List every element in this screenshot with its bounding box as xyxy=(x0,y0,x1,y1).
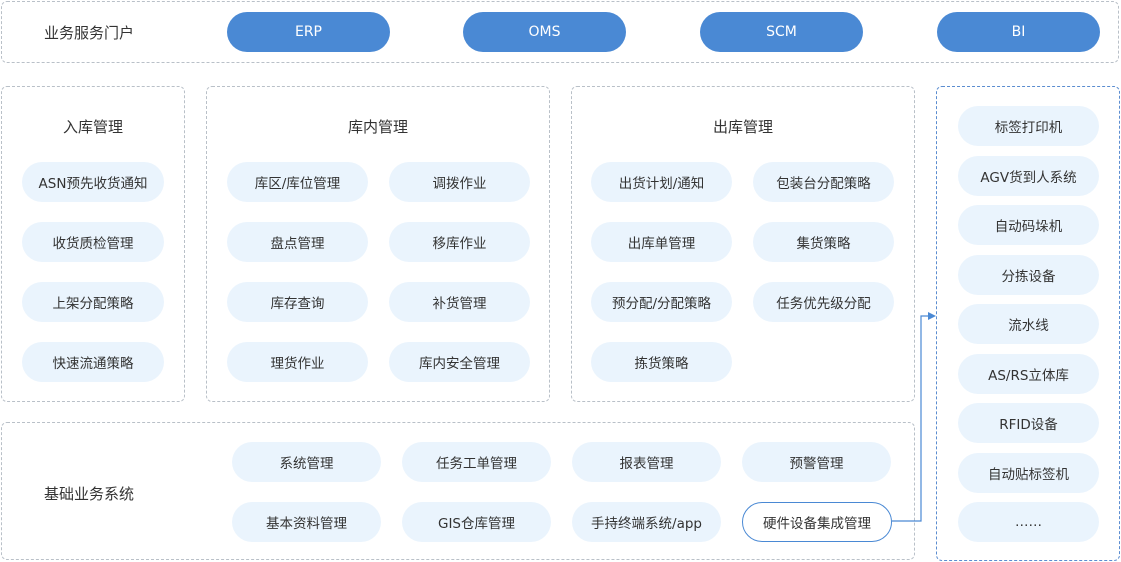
portal-button-scm[interactable]: SCM xyxy=(700,12,863,52)
inventory-panel xyxy=(206,86,550,402)
connector-line xyxy=(892,315,932,522)
inbound-item-qc[interactable]: 收货质检管理 xyxy=(22,222,164,262)
basic-item-report[interactable]: 报表管理 xyxy=(572,442,721,482)
outbound-item-picking[interactable]: 拣货策略 xyxy=(591,342,732,382)
inbound-item-asn[interactable]: ASN预先收货通知 xyxy=(22,162,164,202)
basic-label: 基础业务系统 xyxy=(44,485,135,503)
inventory-item-stocktake[interactable]: 盘点管理 xyxy=(227,222,368,262)
outbound-item-priority[interactable]: 任务优先级分配 xyxy=(753,282,894,322)
basic-item-workorder[interactable]: 任务工单管理 xyxy=(402,442,551,482)
portal-button-bi[interactable]: BI xyxy=(937,12,1100,52)
basic-panel xyxy=(1,422,915,560)
inventory-title: 库内管理 xyxy=(347,118,408,136)
outbound-item-packing[interactable]: 包装台分配策略 xyxy=(753,162,894,202)
portal-label: 业务服务门户 xyxy=(44,24,135,42)
inventory-item-location[interactable]: 库区/库位管理 xyxy=(227,162,368,202)
hardware-item-asrs[interactable]: AS/RS立体库 xyxy=(958,354,1099,394)
inventory-item-sorting[interactable]: 理货作业 xyxy=(227,342,368,382)
basic-item-master-data[interactable]: 基本资料管理 xyxy=(232,502,381,542)
hardware-panel xyxy=(936,86,1120,561)
hardware-item-conveyor[interactable]: 流水线 xyxy=(958,304,1099,344)
hardware-item-agv[interactable]: AGV货到人系统 xyxy=(958,156,1099,196)
hardware-item-palletizer[interactable]: 自动码垛机 xyxy=(958,205,1099,245)
basic-item-hardware-integration[interactable]: 硬件设备集成管理 xyxy=(742,502,892,542)
inventory-item-replenish[interactable]: 补货管理 xyxy=(389,282,530,322)
basic-item-gis[interactable]: GIS仓库管理 xyxy=(402,502,551,542)
portal-button-erp[interactable]: ERP xyxy=(227,12,390,52)
outbound-item-order[interactable]: 出库单管理 xyxy=(591,222,732,262)
basic-item-alert[interactable]: 预警管理 xyxy=(742,442,891,482)
outbound-item-allocation[interactable]: 预分配/分配策略 xyxy=(591,282,732,322)
hardware-item-more[interactable]: …… xyxy=(958,502,1099,542)
outbound-panel xyxy=(571,86,915,402)
inventory-item-relocation[interactable]: 移库作业 xyxy=(389,222,530,262)
inventory-item-safety[interactable]: 库内安全管理 xyxy=(389,342,530,382)
inbound-panel xyxy=(1,86,185,402)
inbound-item-fast-flow[interactable]: 快速流通策略 xyxy=(22,342,164,382)
outbound-item-plan[interactable]: 出货计划/通知 xyxy=(591,162,732,202)
basic-item-system[interactable]: 系统管理 xyxy=(232,442,381,482)
outbound-title: 出库管理 xyxy=(712,118,773,136)
connector-arrowhead xyxy=(928,312,936,320)
inbound-title: 入库管理 xyxy=(62,118,123,136)
outbound-item-consolidation[interactable]: 集货策略 xyxy=(753,222,894,262)
inventory-item-transfer[interactable]: 调拨作业 xyxy=(389,162,530,202)
inventory-item-query[interactable]: 库存查询 xyxy=(227,282,368,322)
portal-panel xyxy=(1,1,1119,63)
portal-button-oms[interactable]: OMS xyxy=(463,12,626,52)
hardware-item-label-printer[interactable]: 标签打印机 xyxy=(958,106,1099,146)
hardware-item-labeler[interactable]: 自动贴标签机 xyxy=(958,453,1099,493)
hardware-item-sorter[interactable]: 分拣设备 xyxy=(958,255,1099,295)
hardware-item-rfid[interactable]: RFID设备 xyxy=(958,403,1099,443)
inbound-item-putaway[interactable]: 上架分配策略 xyxy=(22,282,164,322)
basic-item-handheld[interactable]: 手持终端系统/app xyxy=(572,502,721,542)
